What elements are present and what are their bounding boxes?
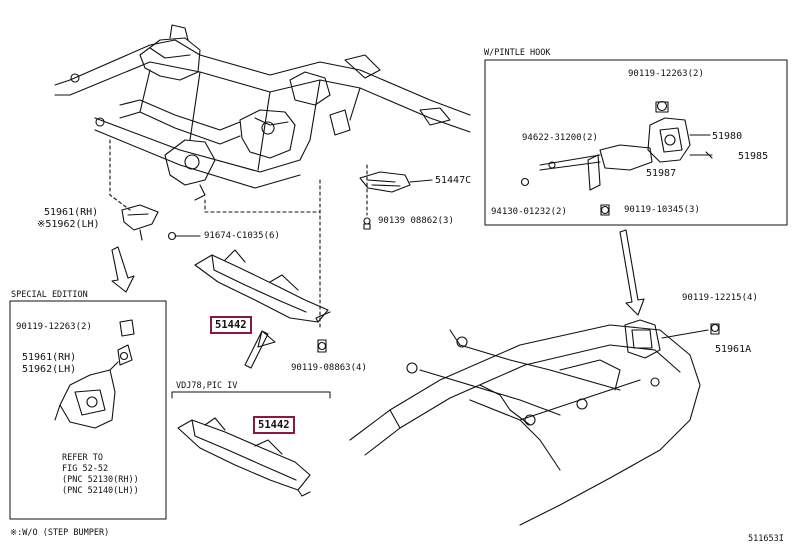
part-label-51987[interactable]: 51987 [646,168,677,179]
rear-frame-drawing [349,319,720,526]
part-51442-upper-drawing [194,249,331,353]
part-51961-drawing [121,204,201,241]
part-label-51980[interactable]: 51980 [712,131,743,142]
main-frame-drawing [54,24,471,331]
part-label-90119-12263-se[interactable]: 90119-12263(2) [16,322,92,332]
part-label-51961a[interactable]: 51961A [715,344,752,355]
part-label-51962-lh[interactable]: ※51962(LH) [37,219,100,230]
special-edition-drawing [54,319,135,429]
part-label-94130-01232[interactable]: 94130-01232(2) [491,207,567,217]
part-51447c-drawing [359,171,433,230]
part-label-90119-12263-top[interactable]: 90119-12263(2) [628,69,704,79]
vdj-box-outline [171,391,331,399]
part-label-51961-se[interactable]: 51961(RH) [22,352,77,363]
pintle-hook-box-outline [484,59,788,226]
part-label-51961-rh[interactable]: 51961(RH) [44,207,99,218]
special-edition-box-outline [9,300,167,520]
part-label-51442-lower[interactable]: 51442 [253,416,295,434]
part-label-51962-se[interactable]: 51962(LH) [22,364,77,375]
vdj-title: VDJ78,PIC IV [176,381,238,391]
arrows [111,229,645,369]
part-label-51447c[interactable]: 51447C [435,175,472,186]
part-label-90139-08862[interactable]: 90139 08862(3) [378,216,454,226]
figure-id: 511653I [748,534,784,544]
special-edition-title: SPECIAL EDITION [11,290,88,300]
part-label-51442-upper[interactable]: 51442 [210,316,252,334]
pintle-hook-title: W/PINTLE HOOK [484,48,551,58]
part-51442-lower-drawing [177,417,311,497]
part-label-51985[interactable]: 51985 [738,151,769,162]
part-label-94622-31200[interactable]: 94622-31200(2) [522,133,598,143]
part-label-90119-08863[interactable]: 90119-08863(4) [291,363,367,373]
part-label-91674-c1035[interactable]: 91674-C1035(6) [204,231,280,241]
part-label-90119-10345[interactable]: 90119-10345(3) [624,205,700,215]
refer-note: REFER TO FIG 52-52 (PNC 52130(RH)) (PNC … [62,453,139,496]
footnote: ※:W/O (STEP BUMPER) [10,528,110,538]
part-label-90119-12215[interactable]: 90119-12215(4) [682,293,758,303]
pintle-hook-drawing [520,100,713,216]
